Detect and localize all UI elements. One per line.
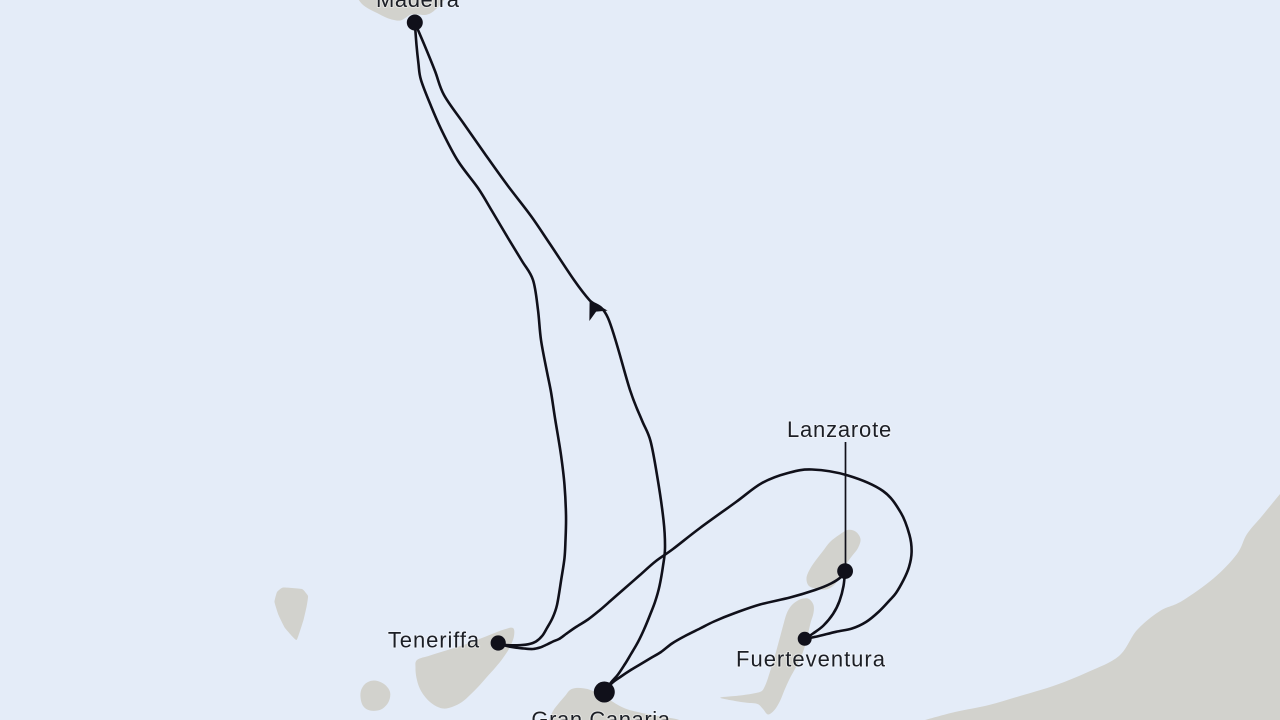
svg-text:Fuerteventura: Fuerteventura	[736, 647, 886, 672]
svg-text:Gran Canaria: Gran Canaria	[531, 707, 670, 720]
svg-text:Teneriffa: Teneriffa	[388, 628, 480, 653]
svg-text:Madeira: Madeira	[376, 0, 460, 12]
svg-text:Lanzarote: Lanzarote	[787, 417, 892, 442]
